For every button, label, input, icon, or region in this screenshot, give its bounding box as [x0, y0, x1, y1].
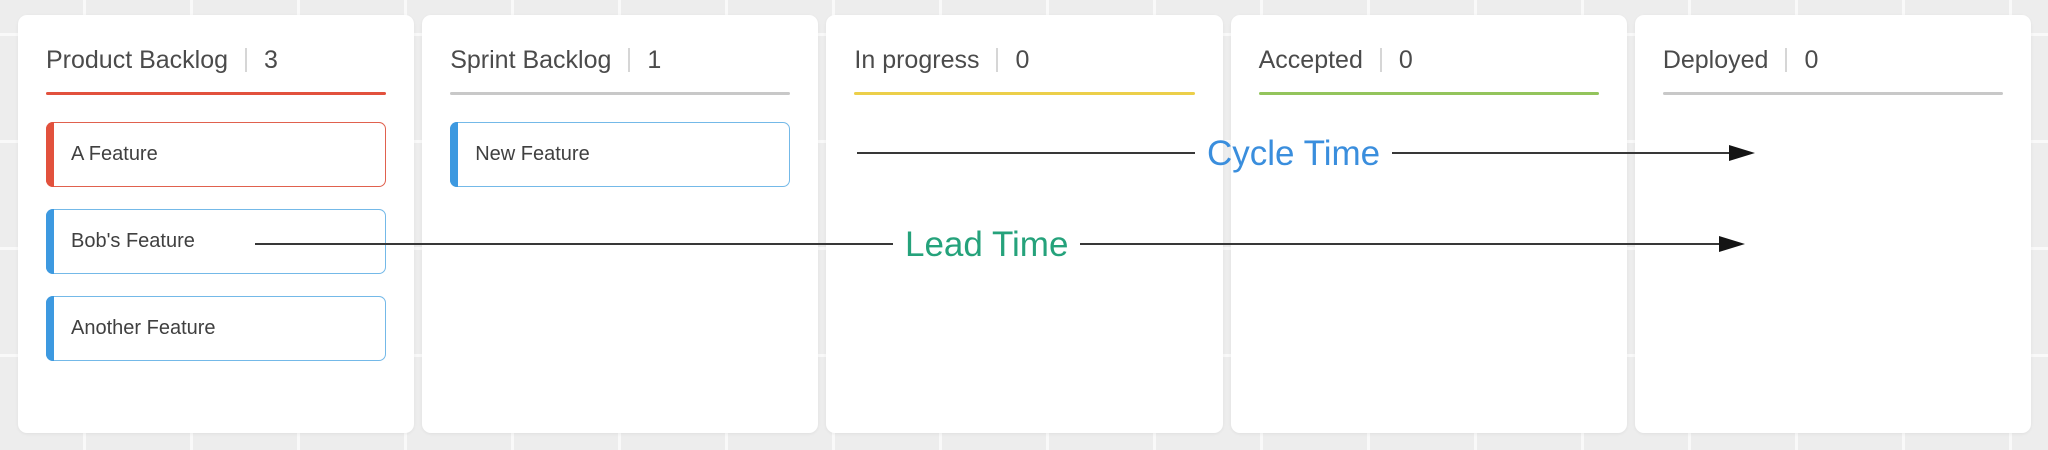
- column-title: Deployed: [1662, 45, 1769, 74]
- column-accent-line: [1258, 92, 1599, 95]
- column-title: Sprint Backlog: [450, 45, 612, 74]
- column-accent-line: [46, 92, 387, 95]
- column-accent-line: [450, 92, 791, 95]
- column-accent-line: [1662, 92, 2004, 95]
- kanban-card[interactable]: A Feature: [46, 122, 387, 187]
- column-header: In progress 0: [854, 45, 1194, 75]
- column-header: Sprint Backlog 1: [450, 45, 790, 75]
- kanban-column: Sprint Backlog 1 New Feature: [422, 15, 819, 433]
- column-count: 0: [1804, 45, 1819, 74]
- column-count-separator: [996, 48, 999, 72]
- kanban-board: Product Backlog 3 A Feature Bob's Featur…: [18, 15, 2032, 433]
- column-accent-line: [854, 92, 1195, 95]
- card-title: New Feature: [475, 143, 590, 165]
- column-title: In progress: [854, 45, 980, 74]
- column-count-separator: [628, 48, 631, 72]
- column-title: Product Backlog: [46, 45, 229, 74]
- column-count-separator: [1785, 48, 1788, 72]
- column-count: 0: [1398, 45, 1413, 74]
- column-title: Accepted: [1258, 45, 1363, 74]
- column-card-list: New Feature: [450, 122, 791, 187]
- card-title: Another Feature: [71, 317, 216, 339]
- card-title: A Feature: [71, 143, 158, 165]
- kanban-card[interactable]: Bob's Feature: [46, 209, 387, 274]
- kanban-card[interactable]: New Feature: [450, 122, 791, 187]
- kanban-column: Product Backlog 3 A Feature Bob's Featur…: [18, 15, 415, 433]
- kanban-card[interactable]: Another Feature: [46, 296, 387, 361]
- kanban-column: In progress 0: [826, 15, 1223, 433]
- card-title: Bob's Feature: [71, 230, 195, 252]
- kanban-column: Deployed 0: [1634, 15, 2032, 433]
- column-header: Deployed 0: [1663, 45, 2003, 75]
- column-count: 1: [647, 45, 662, 74]
- column-card-list: A Feature Bob's Feature Another Feature: [46, 122, 387, 361]
- column-count-separator: [1379, 48, 1382, 72]
- column-header: Accepted 0: [1259, 45, 1599, 75]
- column-count-separator: [245, 48, 248, 72]
- column-count: 0: [1015, 45, 1030, 74]
- column-header: Product Backlog 3: [46, 45, 386, 75]
- kanban-column: Accepted 0: [1230, 15, 1627, 433]
- column-count: 3: [264, 45, 278, 74]
